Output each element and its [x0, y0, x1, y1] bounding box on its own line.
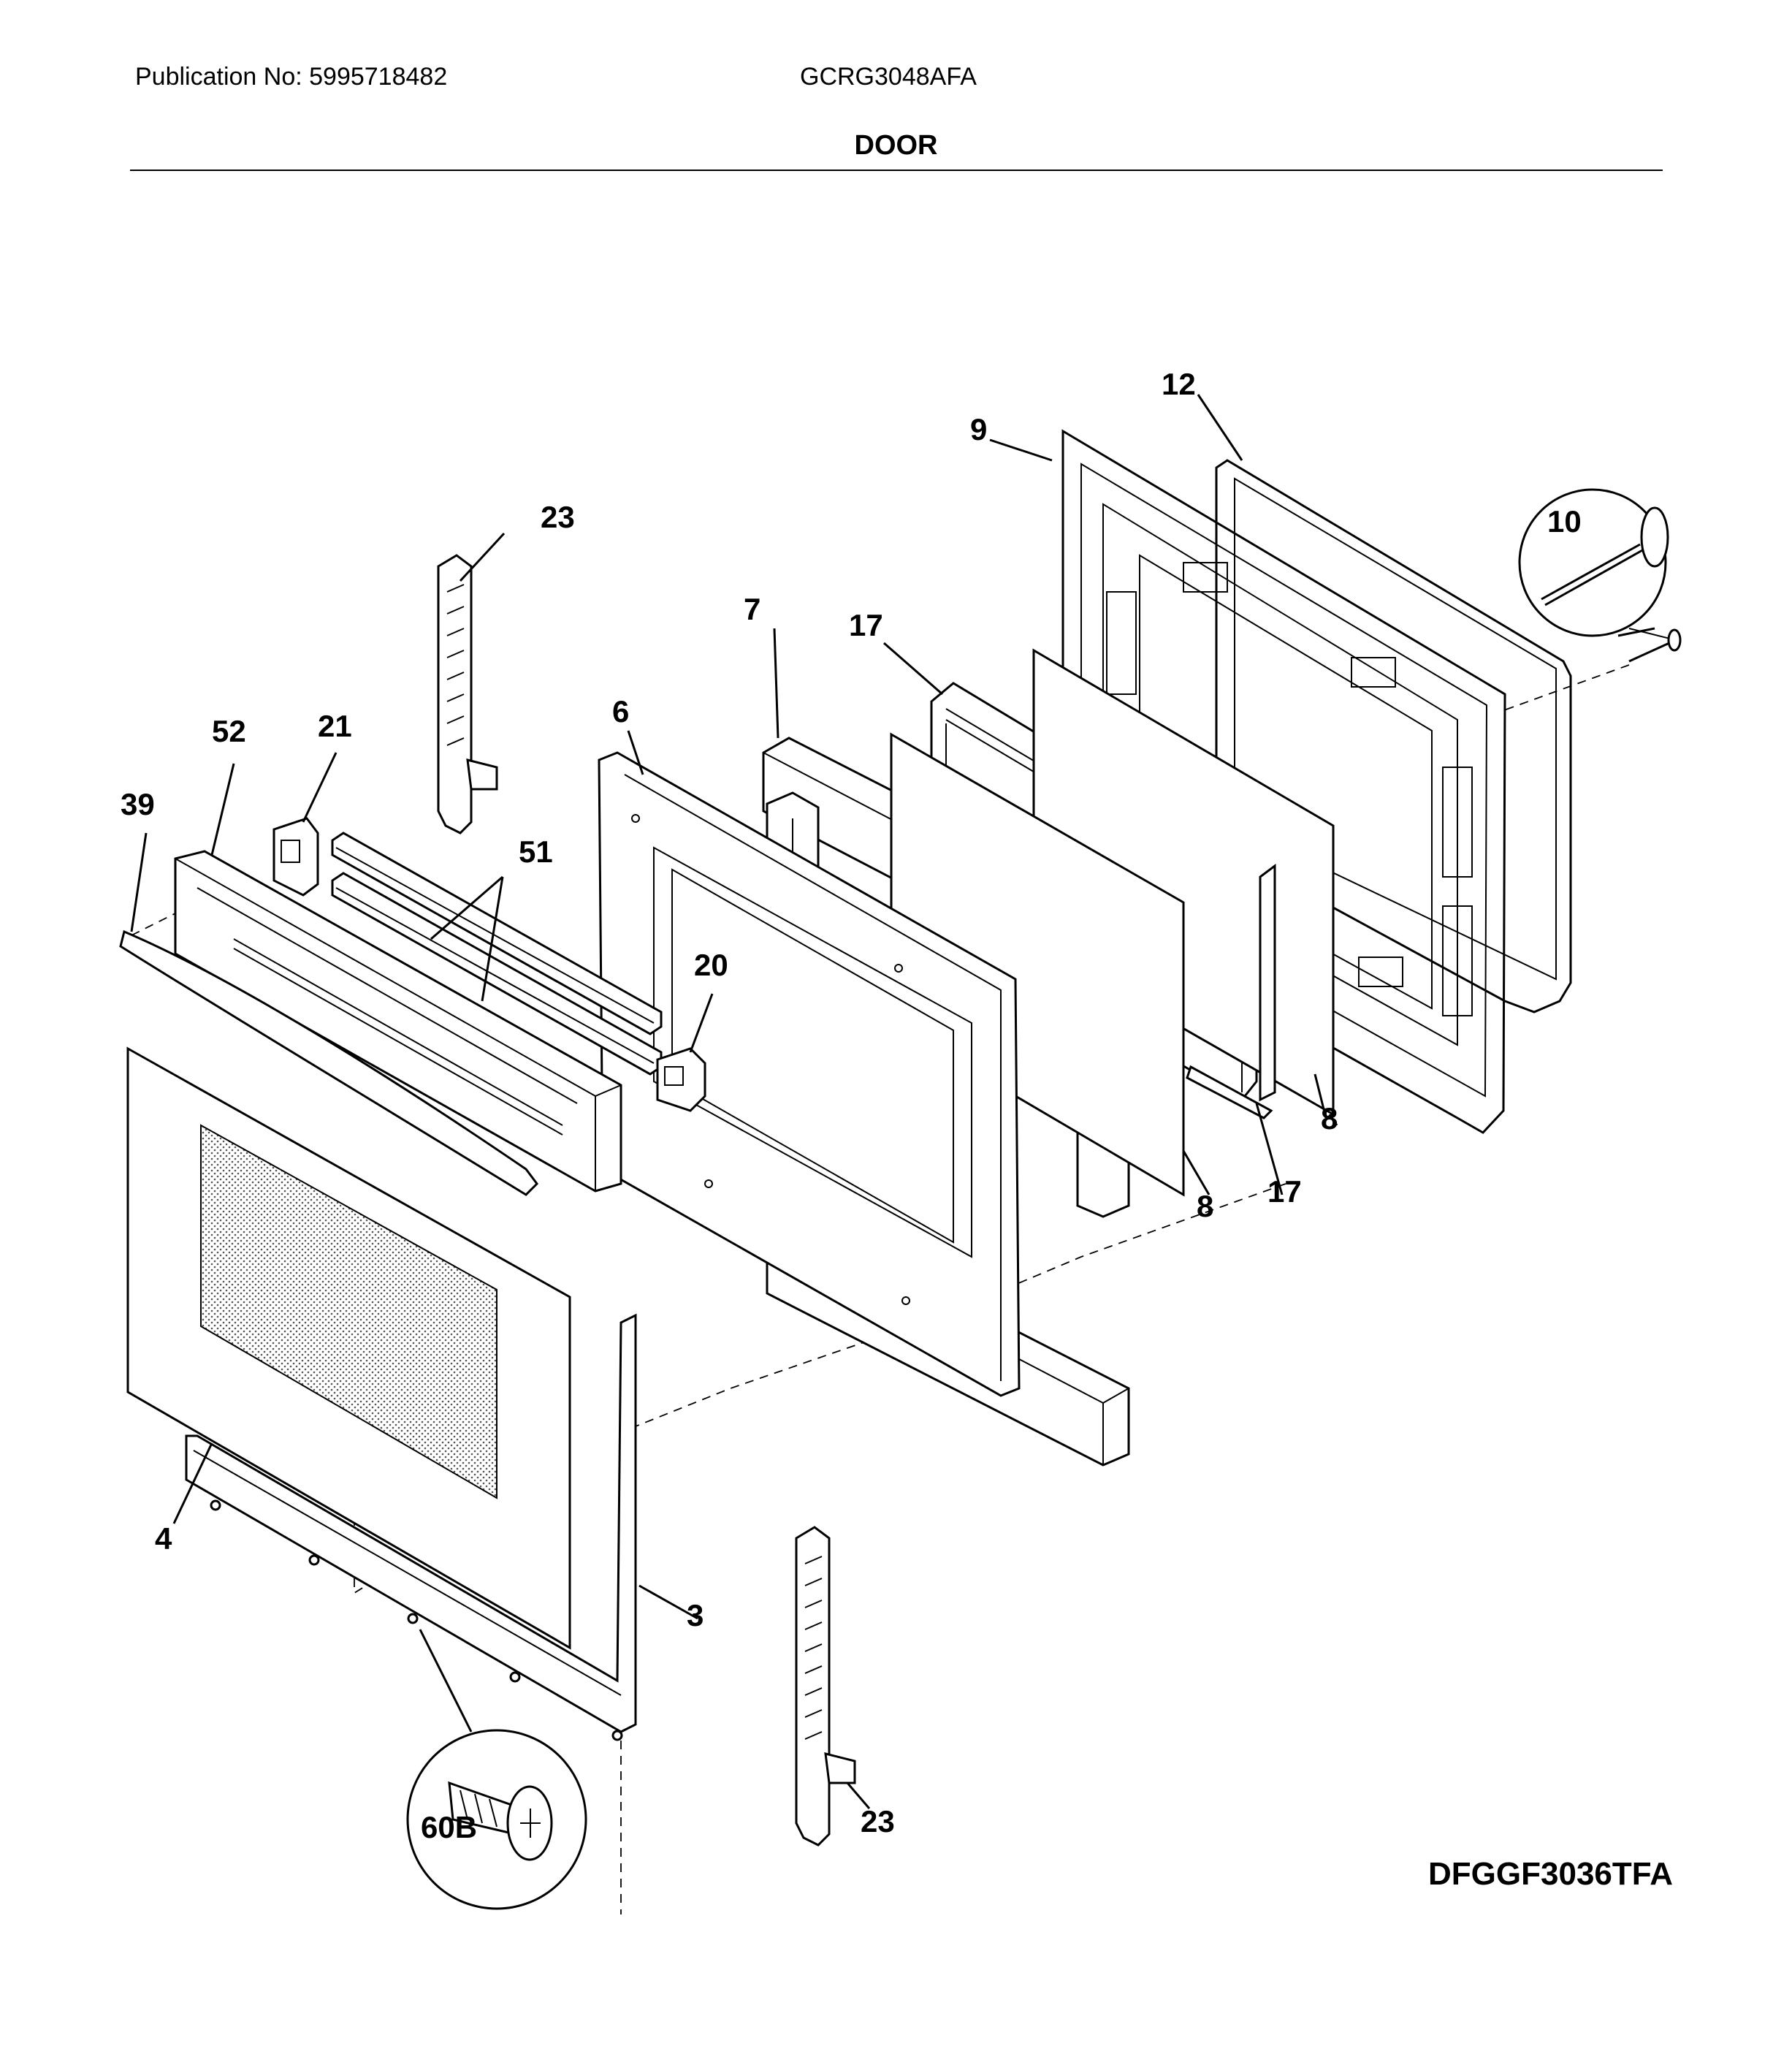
callout-23-lower: 23 — [861, 1804, 895, 1838]
publication-number: Publication No: 5995718482 — [135, 63, 448, 91]
callout-8-middle: 8 — [1197, 1189, 1213, 1223]
callout-39: 39 — [121, 787, 155, 821]
callout-51: 51 — [519, 834, 553, 869]
callout-17-lower: 17 — [1267, 1174, 1302, 1209]
callout-4: 4 — [155, 1521, 172, 1556]
callout-9: 9 — [970, 412, 987, 446]
callout-60b: 60B — [421, 1810, 477, 1844]
part-52-vent-trim — [174, 850, 622, 1193]
diagram-code: DFGGF3036TFA — [1428, 1856, 1673, 1892]
part-4-outer-glass — [126, 1046, 571, 1650]
part-23-hinge-upper — [437, 554, 498, 834]
callout-7: 7 — [744, 592, 760, 626]
part-21-bracket-left — [272, 817, 319, 897]
part-17-glass-frame-lower — [1186, 864, 1276, 1119]
section-title: DOOR — [854, 130, 938, 161]
model-number: GCRG3048AFA — [800, 63, 977, 91]
callout-23-upper: 23 — [541, 500, 575, 534]
callout-12: 12 — [1162, 367, 1196, 401]
callout-10: 10 — [1547, 504, 1582, 539]
part-23-hinge-lower — [795, 1526, 856, 1847]
part-3-door-frame — [185, 1313, 637, 1733]
callout-labels: 12 9 10 23 7 17 6 52 21 39 51 20 8 8 17 … — [121, 367, 1582, 1844]
part-51-channel-strips — [331, 832, 663, 1076]
callout-8-rear: 8 — [1321, 1101, 1338, 1136]
callout-17-upper: 17 — [849, 608, 883, 642]
leader-lines — [130, 394, 1655, 1809]
part-39-door-handle — [119, 929, 538, 1196]
callout-21: 21 — [318, 709, 352, 743]
part-10-screw-detail — [1518, 488, 1682, 663]
part-60b-screw-detail — [406, 1729, 587, 1910]
part-12-door-gasket — [1215, 459, 1572, 1014]
callout-6: 6 — [612, 694, 629, 729]
callout-52: 52 — [212, 714, 246, 748]
callout-20: 20 — [694, 948, 728, 982]
header-divider — [130, 170, 1663, 171]
screws — [210, 1499, 623, 1741]
callout-3: 3 — [687, 1598, 704, 1632]
part-20-bracket-right — [656, 1047, 706, 1112]
